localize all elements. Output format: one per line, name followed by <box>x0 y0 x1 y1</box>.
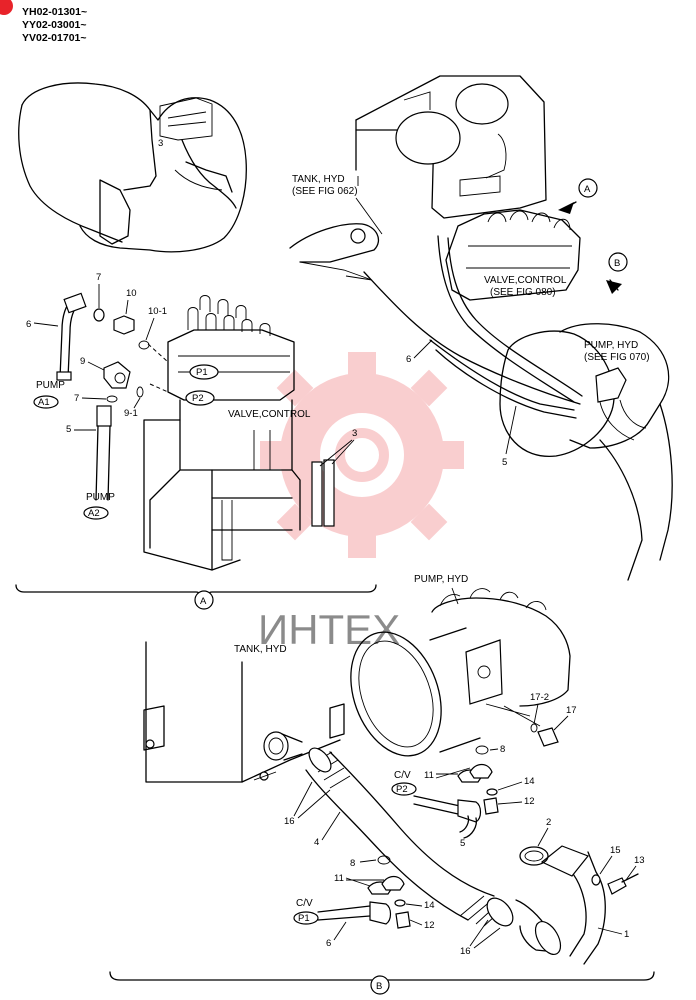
detail-b-label-4: 4 <box>314 837 319 848</box>
detail-a-label-10: 10 <box>126 288 137 299</box>
top-right-tank-label: TANK, HYD <box>292 174 345 185</box>
model-code-1: YH02-01301~ <box>22 6 87 18</box>
detail-a-pump-a2-label: PUMP <box>86 492 115 503</box>
detail-b-label-17-2: 17-2 <box>530 692 549 703</box>
detail-b-pump-label: PUMP, HYD <box>414 574 468 585</box>
detail-a-label-9-1: 9-1 <box>124 408 138 419</box>
detail-b-label-8b: 8 <box>350 858 355 869</box>
machine-overview: 3 <box>18 82 247 253</box>
model-code-3: YV02-01701~ <box>22 32 87 44</box>
detail-a-badge-a2: A2 <box>88 508 100 519</box>
detail-a-label-9: 9 <box>80 356 85 367</box>
detail-a-label-7b: 7 <box>74 393 79 404</box>
detail-a-label-10-1: 10-1 <box>148 306 167 317</box>
top-right-pump-ref: (SEE FIG 070) <box>584 352 650 363</box>
detail-a-label-7a: 7 <box>96 272 101 283</box>
watermark-text: ИНТЕХ <box>258 606 400 653</box>
watermark-gear-icon <box>260 352 464 558</box>
detail-b-label-2: 2 <box>546 817 551 828</box>
detail-b-tank-label: TANK, HYD <box>234 644 287 655</box>
detail-b-group: PUMP, HYD TANK, HYD <box>109 574 655 995</box>
detail-b-badge-p1: P1 <box>298 913 310 924</box>
detail-b-label-12b: 12 <box>424 920 435 931</box>
detail-b-label-8a: 8 <box>500 744 505 755</box>
top-right-label-5: 5 <box>502 457 507 468</box>
detail-a-title: A <box>200 596 207 607</box>
detail-b-label-16a: 16 <box>284 816 295 827</box>
detail-a-pump-a1-label: PUMP <box>36 380 65 391</box>
detail-b-label-12a: 12 <box>524 796 535 807</box>
detail-a-badge-p1: P1 <box>196 367 208 378</box>
corner-marker <box>0 0 13 15</box>
detail-b-cv-label-2: C/V <box>296 898 313 909</box>
top-right-label-6: 6 <box>406 354 411 365</box>
detail-b-label-1: 1 <box>624 929 629 940</box>
top-right-valve-label: VALVE,CONTROL <box>484 275 567 286</box>
overview-label-3: 3 <box>158 138 163 149</box>
top-right-view: TANK, HYD (SEE FIG 062) A B VALVE,CONTRO… <box>289 75 673 581</box>
detail-b-label-11a: 11 <box>424 770 434 781</box>
top-right-pump-label: PUMP, HYD <box>584 340 638 351</box>
top-right-valve-ref: (SEE FIG 080) <box>490 287 556 298</box>
detail-a-label-5: 5 <box>66 424 71 435</box>
detail-b-badge-p2: P2 <box>396 784 408 795</box>
detail-b-label-11b: 11 <box>334 873 344 884</box>
top-right-tank-ref: (SEE FIG 062) <box>292 186 358 197</box>
detail-a-label-6: 6 <box>26 319 31 330</box>
detail-b-label-17: 17 <box>566 705 577 716</box>
top-right-view-a: A <box>584 184 591 195</box>
detail-b-label-16b: 16 <box>460 946 471 957</box>
detail-a-valve-label: VALVE,CONTROL <box>228 409 311 420</box>
detail-b-label-5: 5 <box>460 838 465 849</box>
detail-a-badge-a1: A1 <box>38 397 50 408</box>
detail-b-title: B <box>376 981 382 992</box>
detail-b-label-14a: 14 <box>524 776 535 787</box>
detail-a-label-3: 3 <box>352 428 357 439</box>
detail-a-badge-p2: P2 <box>192 393 204 404</box>
top-right-view-b: B <box>614 258 620 269</box>
detail-a-group: 6 PUMP A1 7 10 10-1 9 7 9-1 5 PUMP A2 <box>15 272 377 610</box>
detail-b-cv-label-1: C/V <box>394 770 411 781</box>
model-code-2: YY02-03001~ <box>22 19 87 31</box>
detail-b-label-14b: 14 <box>424 900 435 911</box>
detail-b-label-13: 13 <box>634 855 645 866</box>
detail-b-label-15: 15 <box>610 845 621 856</box>
detail-b-label-6: 6 <box>326 938 331 949</box>
